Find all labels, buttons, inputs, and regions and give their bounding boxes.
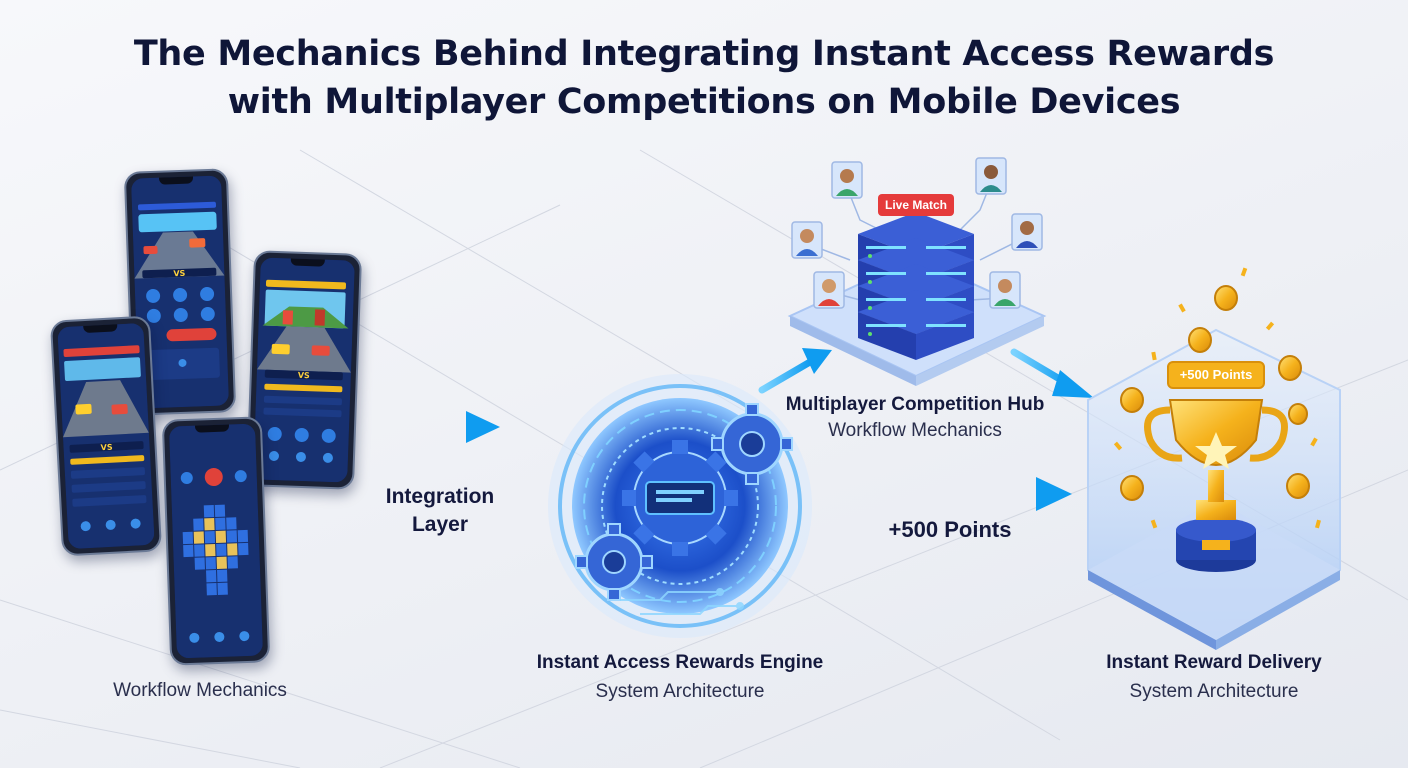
puzzle-tile bbox=[237, 529, 249, 543]
hub-subtitle: Workflow Mechanics bbox=[828, 420, 1002, 441]
puzzle-tile bbox=[214, 504, 226, 518]
engine-subtitle: System Architecture bbox=[595, 681, 765, 702]
puzzle-tile bbox=[204, 531, 216, 544]
puzzle-tile bbox=[238, 542, 249, 556]
phone-racing-top: VS bbox=[123, 168, 237, 416]
puzzle-tile bbox=[206, 583, 217, 596]
phone-racing-left: VS bbox=[49, 315, 163, 557]
puzzle-tile bbox=[194, 544, 205, 557]
gold-coin-icon bbox=[1278, 355, 1302, 381]
puzzle-grid bbox=[182, 504, 249, 596]
phone-screen: VS bbox=[57, 322, 155, 550]
player-avatar-icon bbox=[831, 161, 863, 199]
gold-coin-icon bbox=[1188, 327, 1212, 353]
puzzle-tile bbox=[215, 517, 226, 531]
phone-screen: VS bbox=[131, 175, 229, 409]
integration-line-2: Layer bbox=[411, 513, 469, 536]
small-gear-icon bbox=[711, 403, 793, 485]
page-title: The Mechanics Behind Integrating Instant… bbox=[0, 30, 1408, 126]
puzzle-tile bbox=[206, 570, 217, 583]
player-avatar-icon bbox=[791, 221, 823, 259]
points-badge bbox=[1167, 361, 1265, 389]
puzzle-tile bbox=[205, 544, 216, 557]
puzzle-tile bbox=[194, 557, 205, 570]
puzzle-tile bbox=[216, 556, 227, 569]
puzzle-tile bbox=[227, 556, 238, 569]
vs-text: VS bbox=[173, 269, 185, 278]
player-avatars bbox=[791, 157, 1043, 309]
gold-coin-icon bbox=[1214, 285, 1238, 311]
puzzle-tile bbox=[182, 531, 194, 545]
delivery-subtitle: System Architecture bbox=[1129, 681, 1299, 702]
puzzle-tile bbox=[193, 531, 205, 544]
puzzle-tile bbox=[204, 518, 215, 531]
puzzle-tile bbox=[227, 543, 238, 556]
trophy-pedestal bbox=[1176, 518, 1256, 572]
phone-screen bbox=[168, 423, 264, 659]
gold-coin-icon bbox=[1288, 403, 1308, 425]
points-label: +500 Points bbox=[888, 517, 1012, 542]
puzzle-tile bbox=[215, 530, 227, 543]
title-line-1: The Mechanics Behind Integrating Instant… bbox=[133, 34, 1275, 74]
small-gear-icon bbox=[575, 523, 653, 601]
puzzle-tile bbox=[226, 530, 238, 543]
integration-line-1: Integration bbox=[385, 485, 495, 508]
phones-caption: Workflow Mechanics bbox=[113, 680, 287, 701]
puzzle-tile bbox=[183, 544, 194, 558]
live-match-label: Live Match bbox=[884, 198, 947, 212]
racing-game-screen: VS bbox=[57, 322, 155, 550]
puzzle-tile bbox=[216, 543, 227, 556]
gold-coin-icon bbox=[1120, 387, 1144, 413]
phone-racing-right: VS bbox=[245, 250, 363, 490]
puzzle-tile bbox=[226, 517, 237, 530]
points-badge-label: +500 Points bbox=[1179, 367, 1253, 382]
puzzle-game-screen bbox=[168, 423, 264, 659]
hub-title: Multiplayer Competition Hub bbox=[785, 394, 1045, 415]
phone-puzzle bbox=[161, 416, 271, 666]
puzzle-tile bbox=[217, 582, 228, 595]
racing-game-screen: VS bbox=[131, 175, 229, 409]
vs-text: VS bbox=[298, 371, 310, 380]
puzzle-tile bbox=[205, 557, 216, 570]
player-avatar-icon bbox=[975, 157, 1007, 195]
phone-screen: VS bbox=[253, 257, 355, 483]
engine-title: Instant Access Rewards Engine bbox=[536, 652, 824, 673]
delivery-title: Instant Reward Delivery bbox=[1106, 652, 1322, 673]
vs-text: VS bbox=[100, 443, 113, 453]
gold-coin-icon bbox=[1120, 475, 1144, 501]
puzzle-tile bbox=[193, 518, 204, 531]
gold-coins bbox=[1113, 267, 1321, 529]
gold-coin-icon bbox=[1286, 473, 1310, 499]
title-line-2: with Multiplayer Competitions on Mobile … bbox=[227, 82, 1181, 122]
central-gear-icon bbox=[622, 440, 738, 556]
arrow-hub-to-delivery bbox=[1010, 348, 1094, 398]
player-avatar-icon bbox=[989, 271, 1021, 309]
player-avatar-icon bbox=[813, 271, 845, 309]
live-match-badge bbox=[878, 194, 954, 216]
racing-game-screen: VS bbox=[253, 257, 355, 483]
trophy-icon bbox=[1144, 399, 1288, 520]
player-avatar-icon bbox=[1011, 213, 1043, 251]
arrow-phones-to-integration bbox=[388, 411, 500, 443]
puzzle-tile bbox=[203, 505, 215, 518]
puzzle-tile bbox=[217, 569, 228, 582]
integration-layer-label: Integration Layer bbox=[360, 483, 520, 539]
arrow-engine-to-delivery bbox=[832, 477, 1072, 511]
arrow-engine-to-hub bbox=[758, 348, 832, 394]
server-stack-icon bbox=[858, 212, 974, 360]
